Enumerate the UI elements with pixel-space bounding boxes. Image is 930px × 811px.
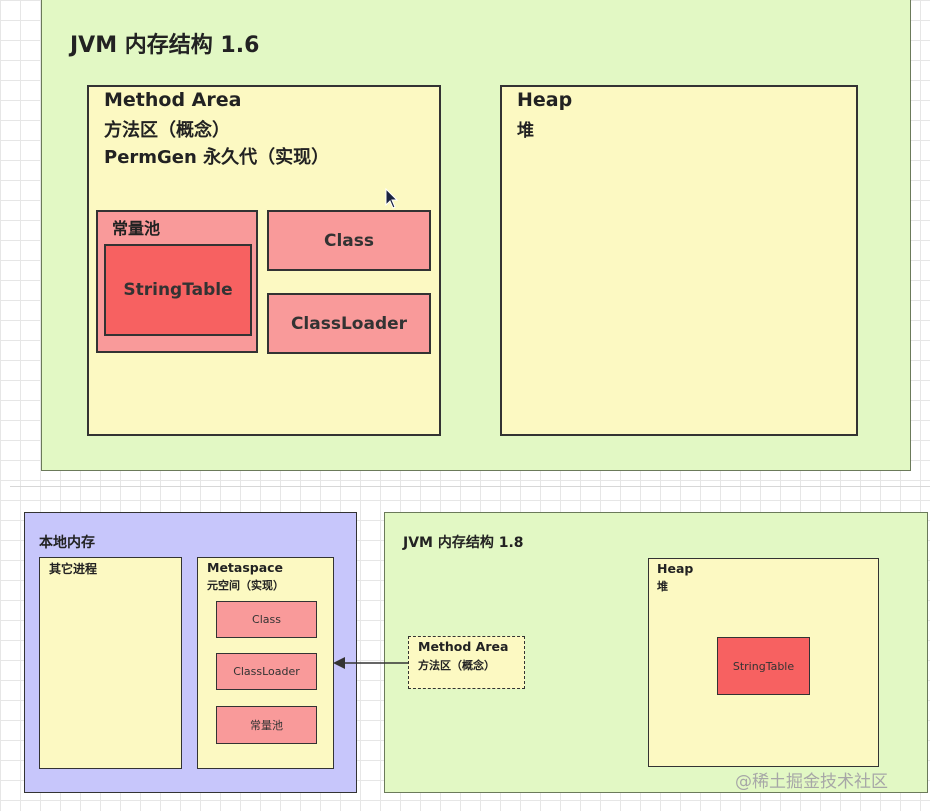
metaspace-impl-label: 元空间（实现） [207,579,284,592]
heap-16: Heap 堆 [500,85,858,436]
heap-18: Heap 堆 StringTable [648,558,879,767]
metaspace-box: Metaspace 元空间（实现） Class ClassLoader 常量池 [197,557,334,769]
other-process-box: 其它进程 [39,557,182,769]
jvm16-container: JVM 内存结构 1.6 Method Area 方法区（概念） PermGen… [41,0,911,471]
mouse-cursor-icon [385,188,399,209]
method-area-18-label: Method Area [418,639,509,654]
metaspace-class-loader: ClassLoader [216,653,317,690]
method-area-16-label: Method Area [104,89,242,111]
metaspace-constant-pool: 常量池 [216,706,317,744]
heap-18-label: Heap [657,561,694,576]
method-area-16-concept: 方法区（概念） [104,120,230,141]
method-area-18: Method Area 方法区（概念） [408,636,525,689]
heap-16-cn: 堆 [517,121,534,141]
metaspace-label: Metaspace [207,560,284,575]
other-process-label: 其它进程 [49,562,98,576]
class-16: Class [267,210,431,271]
heap-18-cn: 堆 [657,580,668,593]
native-memory-title: 本地内存 [39,535,95,551]
jvm18-container: JVM 内存结构 1.8 Method Area 方法区（概念） Heap 堆 … [384,512,928,793]
jvm16-title: JVM 内存结构 1.6 [70,33,260,58]
constant-pool-16-label: 常量池 [112,219,161,238]
method-area-16: Method Area 方法区（概念） PermGen 永久代（实现） 常量池 … [87,85,441,436]
constant-pool-16: 常量池 StringTable [96,210,258,353]
divider [10,486,930,487]
heap-16-label: Heap [517,89,573,111]
watermark: @稀土掘金技术社区 [735,772,888,792]
jvm18-title: JVM 内存结构 1.8 [403,535,524,551]
class-loader-16: ClassLoader [267,293,431,354]
native-memory-container: 本地内存 其它进程 Metaspace 元空间（实现） Class ClassL… [24,512,357,793]
method-area-18-concept: 方法区（概念） [418,659,495,672]
metaspace-class: Class [216,601,317,638]
string-table-16: StringTable [104,244,252,336]
permgen-label: PermGen 永久代（实现） [104,147,330,168]
arrow-to-metaspace [333,657,409,669]
string-table-18: StringTable [717,637,810,695]
